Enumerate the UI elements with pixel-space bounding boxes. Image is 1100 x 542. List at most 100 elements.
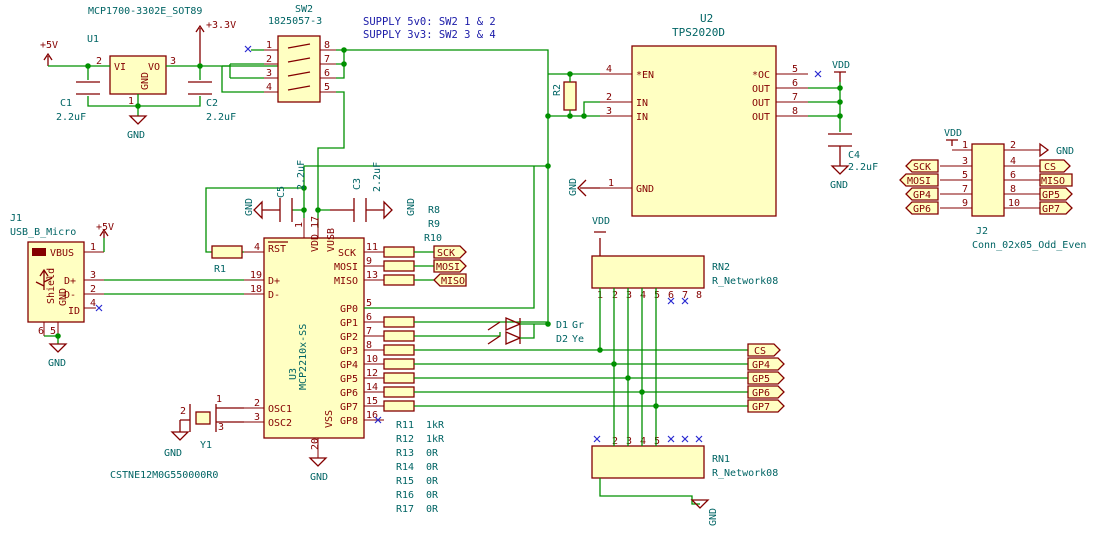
j2-ref: J2 xyxy=(976,226,988,237)
res-r13: R13 xyxy=(396,448,414,459)
rn1-ref: RN1 xyxy=(712,454,730,465)
c4-ref: C4 xyxy=(848,150,860,161)
u3-pin18: 18 xyxy=(250,284,262,295)
u1-gnd-label: GND xyxy=(127,130,145,141)
res-r16-value: 0R xyxy=(426,490,439,501)
rn1-pin4: 4 xyxy=(640,436,646,447)
c1-value: 2.2uF xyxy=(56,112,86,123)
u2-out3: OUT xyxy=(752,112,770,123)
u1-pin3: 3 xyxy=(170,56,176,67)
j2-pin1: 1 xyxy=(962,140,968,151)
u3-pin20: 20 xyxy=(310,438,321,450)
u1-value: MCP1700-3302E_SOT89 xyxy=(88,6,202,17)
u3-gp8: GP8 xyxy=(340,416,358,427)
r9-ref: R9 xyxy=(428,219,440,230)
u2-gnd-label: GND xyxy=(568,178,579,196)
u3-pin8: 8 xyxy=(366,340,372,351)
res-r11: R11 xyxy=(396,420,414,431)
j2-pin9: 9 xyxy=(962,198,968,209)
r10-ref: R10 xyxy=(424,233,442,244)
j1-5v-label: +5V xyxy=(96,222,114,233)
res-r15-value: 0R xyxy=(426,476,439,487)
power-regulator-section: +5V +3.3V U1 MCP1700-3302E_SOT89 VI VO G… xyxy=(40,6,278,141)
c3-value: 2.2uF xyxy=(372,162,383,192)
rn2-body xyxy=(591,255,705,289)
c4-gnd-label: GND xyxy=(830,180,848,191)
j2-label-gp7: GP7 xyxy=(1042,204,1060,215)
c4-value: 2.2uF xyxy=(848,162,878,173)
j1-gnd-label: GND xyxy=(48,358,66,369)
sw2-value: 1825057-3 xyxy=(268,16,322,27)
u3-pin19: 19 xyxy=(250,270,262,281)
u3-pin12: 12 xyxy=(366,368,378,379)
label-gp5: GP5 xyxy=(752,374,770,385)
power-5v-label: +5V xyxy=(40,40,58,51)
j2-pin6: 6 xyxy=(1010,170,1016,181)
y1-gnd-label: GND xyxy=(164,448,182,459)
rn1-gnd-label: GND xyxy=(708,508,719,526)
j2-value: Conn_02x05_Odd_Even xyxy=(972,240,1086,251)
sw2-pin6: 6 xyxy=(324,68,330,79)
r8-body xyxy=(383,246,415,258)
u2-en: *EN xyxy=(636,70,654,81)
y1-resonator: 1 2 3 GND Y1 CSTNE12M0G550000R0 xyxy=(110,394,244,481)
res-r13-value: 0R xyxy=(426,448,439,459)
sw2-pin2: 2 xyxy=(266,54,272,65)
supply-note-line1: SUPPLY 5v0: SW2 1 & 2 xyxy=(363,16,496,28)
u3-dm: D- xyxy=(268,290,280,301)
y1-ref: Y1 xyxy=(200,440,212,451)
u2-oc: *OC xyxy=(752,70,770,81)
u2-out1: OUT xyxy=(752,84,770,95)
j2-vdd-label: VDD xyxy=(944,128,962,139)
u3-pin11: 11 xyxy=(366,242,378,253)
u3-gp4: GP4 xyxy=(340,360,358,371)
label-cs: CS xyxy=(754,346,766,357)
u3-gp3: GP3 xyxy=(340,346,358,357)
u3-ref: U3 xyxy=(288,368,299,380)
u3-pin2: 2 xyxy=(254,398,260,409)
resistor-networks: VDD RN2 R_Network08 1 2 3 4 5 6 7 8 RN1 … xyxy=(414,216,785,526)
u3-pin5: 5 xyxy=(366,298,372,309)
y1-pin3: 3 xyxy=(218,422,224,433)
c5-value: 2.2uF xyxy=(296,160,307,190)
res-r15: R15 xyxy=(396,476,414,487)
y1-value: CSTNE12M0G550000R0 xyxy=(110,470,218,481)
u3-mcp2210: RST VDD VUSB SCK MOSI MISO D+ D- GP0 GP1… xyxy=(205,160,548,483)
j2-label-gp6: GP6 xyxy=(913,204,931,215)
j1-pin6: 6 xyxy=(38,326,44,337)
j1-value: USB_B_Micro xyxy=(10,227,76,238)
u3-value: MCP2210x-SS xyxy=(298,324,309,390)
u3-pin1: 1 xyxy=(294,222,305,228)
j2-pin10: 10 xyxy=(1008,198,1020,209)
u2-pin8: 8 xyxy=(792,106,798,117)
u3-body xyxy=(263,237,365,439)
u2-power-switch: U2 TPS2020D *EN IN IN GND *OC OUT OUT OU… xyxy=(545,12,878,324)
j2-gnd-label: GND xyxy=(1056,146,1074,157)
u2-in2: IN xyxy=(636,112,648,123)
j1-vbus: VBUS xyxy=(50,248,74,259)
y1-pin1: 1 xyxy=(216,394,222,405)
u3-gp2: GP2 xyxy=(340,332,358,343)
j2-label-gp4: GP4 xyxy=(913,190,931,201)
res-r14: R14 xyxy=(396,462,414,473)
u3-gp7: GP7 xyxy=(340,402,358,413)
u2-ref: U2 xyxy=(700,12,713,25)
u3-vss: VSS xyxy=(324,410,335,428)
u3-pin13: 13 xyxy=(366,270,378,281)
u2-pin5: 5 xyxy=(792,64,798,75)
rn2-pin2: 2 xyxy=(612,290,618,301)
j2-label-cs: CS xyxy=(1044,162,1056,173)
u3-pin17: 17 xyxy=(310,216,321,228)
j1-pin5: 5 xyxy=(50,326,56,337)
j2-body xyxy=(971,143,1005,217)
j2-label-mosi: MOSI xyxy=(907,176,931,187)
rn1-body xyxy=(591,445,705,479)
u3-pin4: 4 xyxy=(254,242,260,253)
label-gp6: GP6 xyxy=(752,388,770,399)
u3-gp5: GP5 xyxy=(340,374,358,385)
c3-gnd-label: GND xyxy=(406,198,417,216)
j1-shield: Shield xyxy=(46,268,57,304)
rn1-pin5: 5 xyxy=(654,436,660,447)
j2-label-gp5: GP5 xyxy=(1042,190,1060,201)
c3-ref: C3 xyxy=(352,178,363,190)
